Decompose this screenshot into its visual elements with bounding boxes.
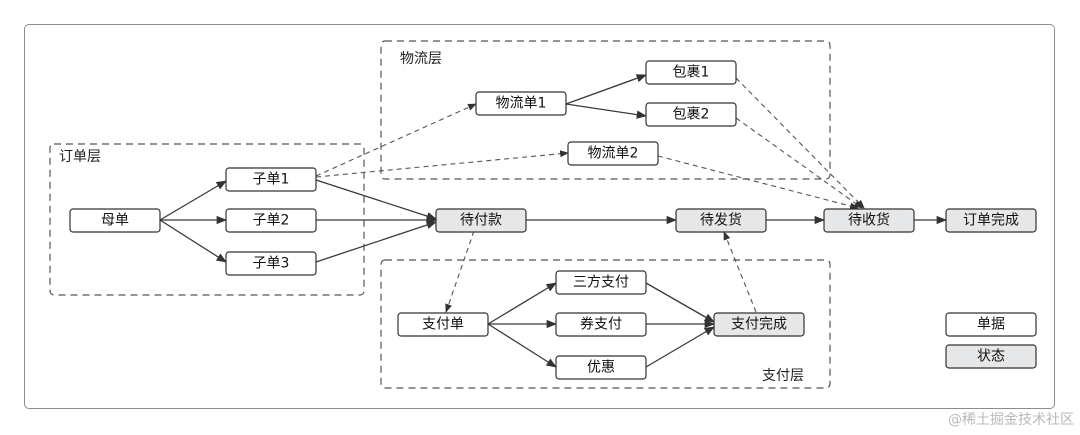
edge-mother-sub1 (159, 180, 227, 221)
legend-state: 状态 (945, 344, 1037, 369)
edge-sub1-logistics1 (315, 103, 477, 177)
edge-package1-pending-receipt (735, 77, 865, 209)
edge-payment-complete-pending-shipment (723, 231, 757, 313)
svg-text:支付单: 支付单 (422, 317, 464, 333)
logistics-layer: 物流层 (380, 40, 831, 180)
edge-sub3-pending-payment (315, 221, 437, 263)
node-sub-order-3: 子单3 (225, 251, 317, 276)
order-layer: 订单层 (49, 143, 365, 296)
node-discount: 优惠 (555, 355, 647, 380)
legend-document: 单据 (945, 312, 1037, 337)
legend: 单据 状态 (945, 312, 1037, 369)
node-logistics-order-1: 物流单1 (475, 91, 567, 116)
edge-sub1-pending-payment (315, 179, 437, 221)
watermark: @稀土掘金技术社区 (948, 412, 1074, 428)
node-sub-order-2: 子单2 (225, 208, 317, 233)
svg-text:券支付: 券支付 (580, 317, 622, 333)
edge-mother-sub3 (159, 219, 227, 263)
svg-text:包裹2: 包裹2 (673, 107, 710, 123)
svg-text:支付完成: 支付完成 (731, 317, 787, 333)
svg-text:子单1: 子单1 (253, 172, 290, 188)
edge-pending-payment-payorder (445, 230, 475, 313)
logistics-layer-label: 物流层 (400, 51, 442, 67)
svg-text:订单完成: 订单完成 (963, 213, 1019, 229)
edge-logistics1-package1 (565, 74, 647, 105)
svg-text:母单: 母单 (101, 213, 129, 229)
svg-text:包裹1: 包裹1 (673, 65, 710, 81)
svg-text:子单3: 子单3 (253, 256, 290, 272)
node-pending-shipment: 待发货 (675, 208, 767, 233)
svg-text:三方支付: 三方支付 (573, 275, 629, 291)
svg-text:待付款: 待付款 (460, 213, 502, 229)
node-pending-receipt: 待收货 (823, 208, 915, 233)
edge-package2-pending-receipt (735, 117, 863, 209)
diagram-frame (24, 24, 1055, 409)
payment-layer-label: 支付层 (762, 368, 804, 384)
edge-logistics2-pending-receipt (657, 155, 859, 210)
payment-layer: 支付层 (380, 259, 831, 389)
svg-text:单据: 单据 (977, 317, 1005, 333)
node-package-2: 包裹2 (645, 102, 737, 127)
svg-text:物流单1: 物流单1 (496, 96, 547, 112)
edge-thirdparty-payment-complete (645, 282, 715, 323)
node-mother-order: 母单 (69, 208, 161, 233)
node-package-1: 包裹1 (645, 60, 737, 85)
node-coupon-payment: 券支付 (555, 312, 647, 337)
node-third-party-payment: 三方支付 (555, 270, 647, 295)
svg-text:待发货: 待发货 (700, 212, 742, 229)
node-order-complete: 订单完成 (945, 208, 1037, 233)
svg-text:待收货: 待收货 (848, 212, 890, 229)
node-payment-order: 支付单 (397, 312, 489, 337)
dashed-edges (315, 77, 865, 313)
order-layer-label: 订单层 (59, 149, 101, 165)
svg-text:子单2: 子单2 (253, 213, 290, 229)
node-sub-order-1: 子单1 (225, 167, 317, 192)
node-logistics-order-2: 物流单2 (567, 141, 659, 166)
edge-sub1-logistics2 (315, 150, 569, 178)
edge-payorder-discount (487, 323, 557, 368)
svg-text:优惠: 优惠 (587, 360, 615, 376)
svg-text:物流单2: 物流单2 (588, 146, 639, 162)
node-pending-payment: 待付款 (435, 208, 527, 233)
edge-logistics1-package2 (565, 103, 648, 119)
node-payment-complete: 支付完成 (713, 312, 805, 337)
solid-edges (159, 74, 948, 368)
edge-payorder-thirdparty (487, 282, 557, 325)
edge-discount-payment-complete (645, 326, 715, 368)
svg-text:状态: 状态 (977, 349, 1005, 365)
